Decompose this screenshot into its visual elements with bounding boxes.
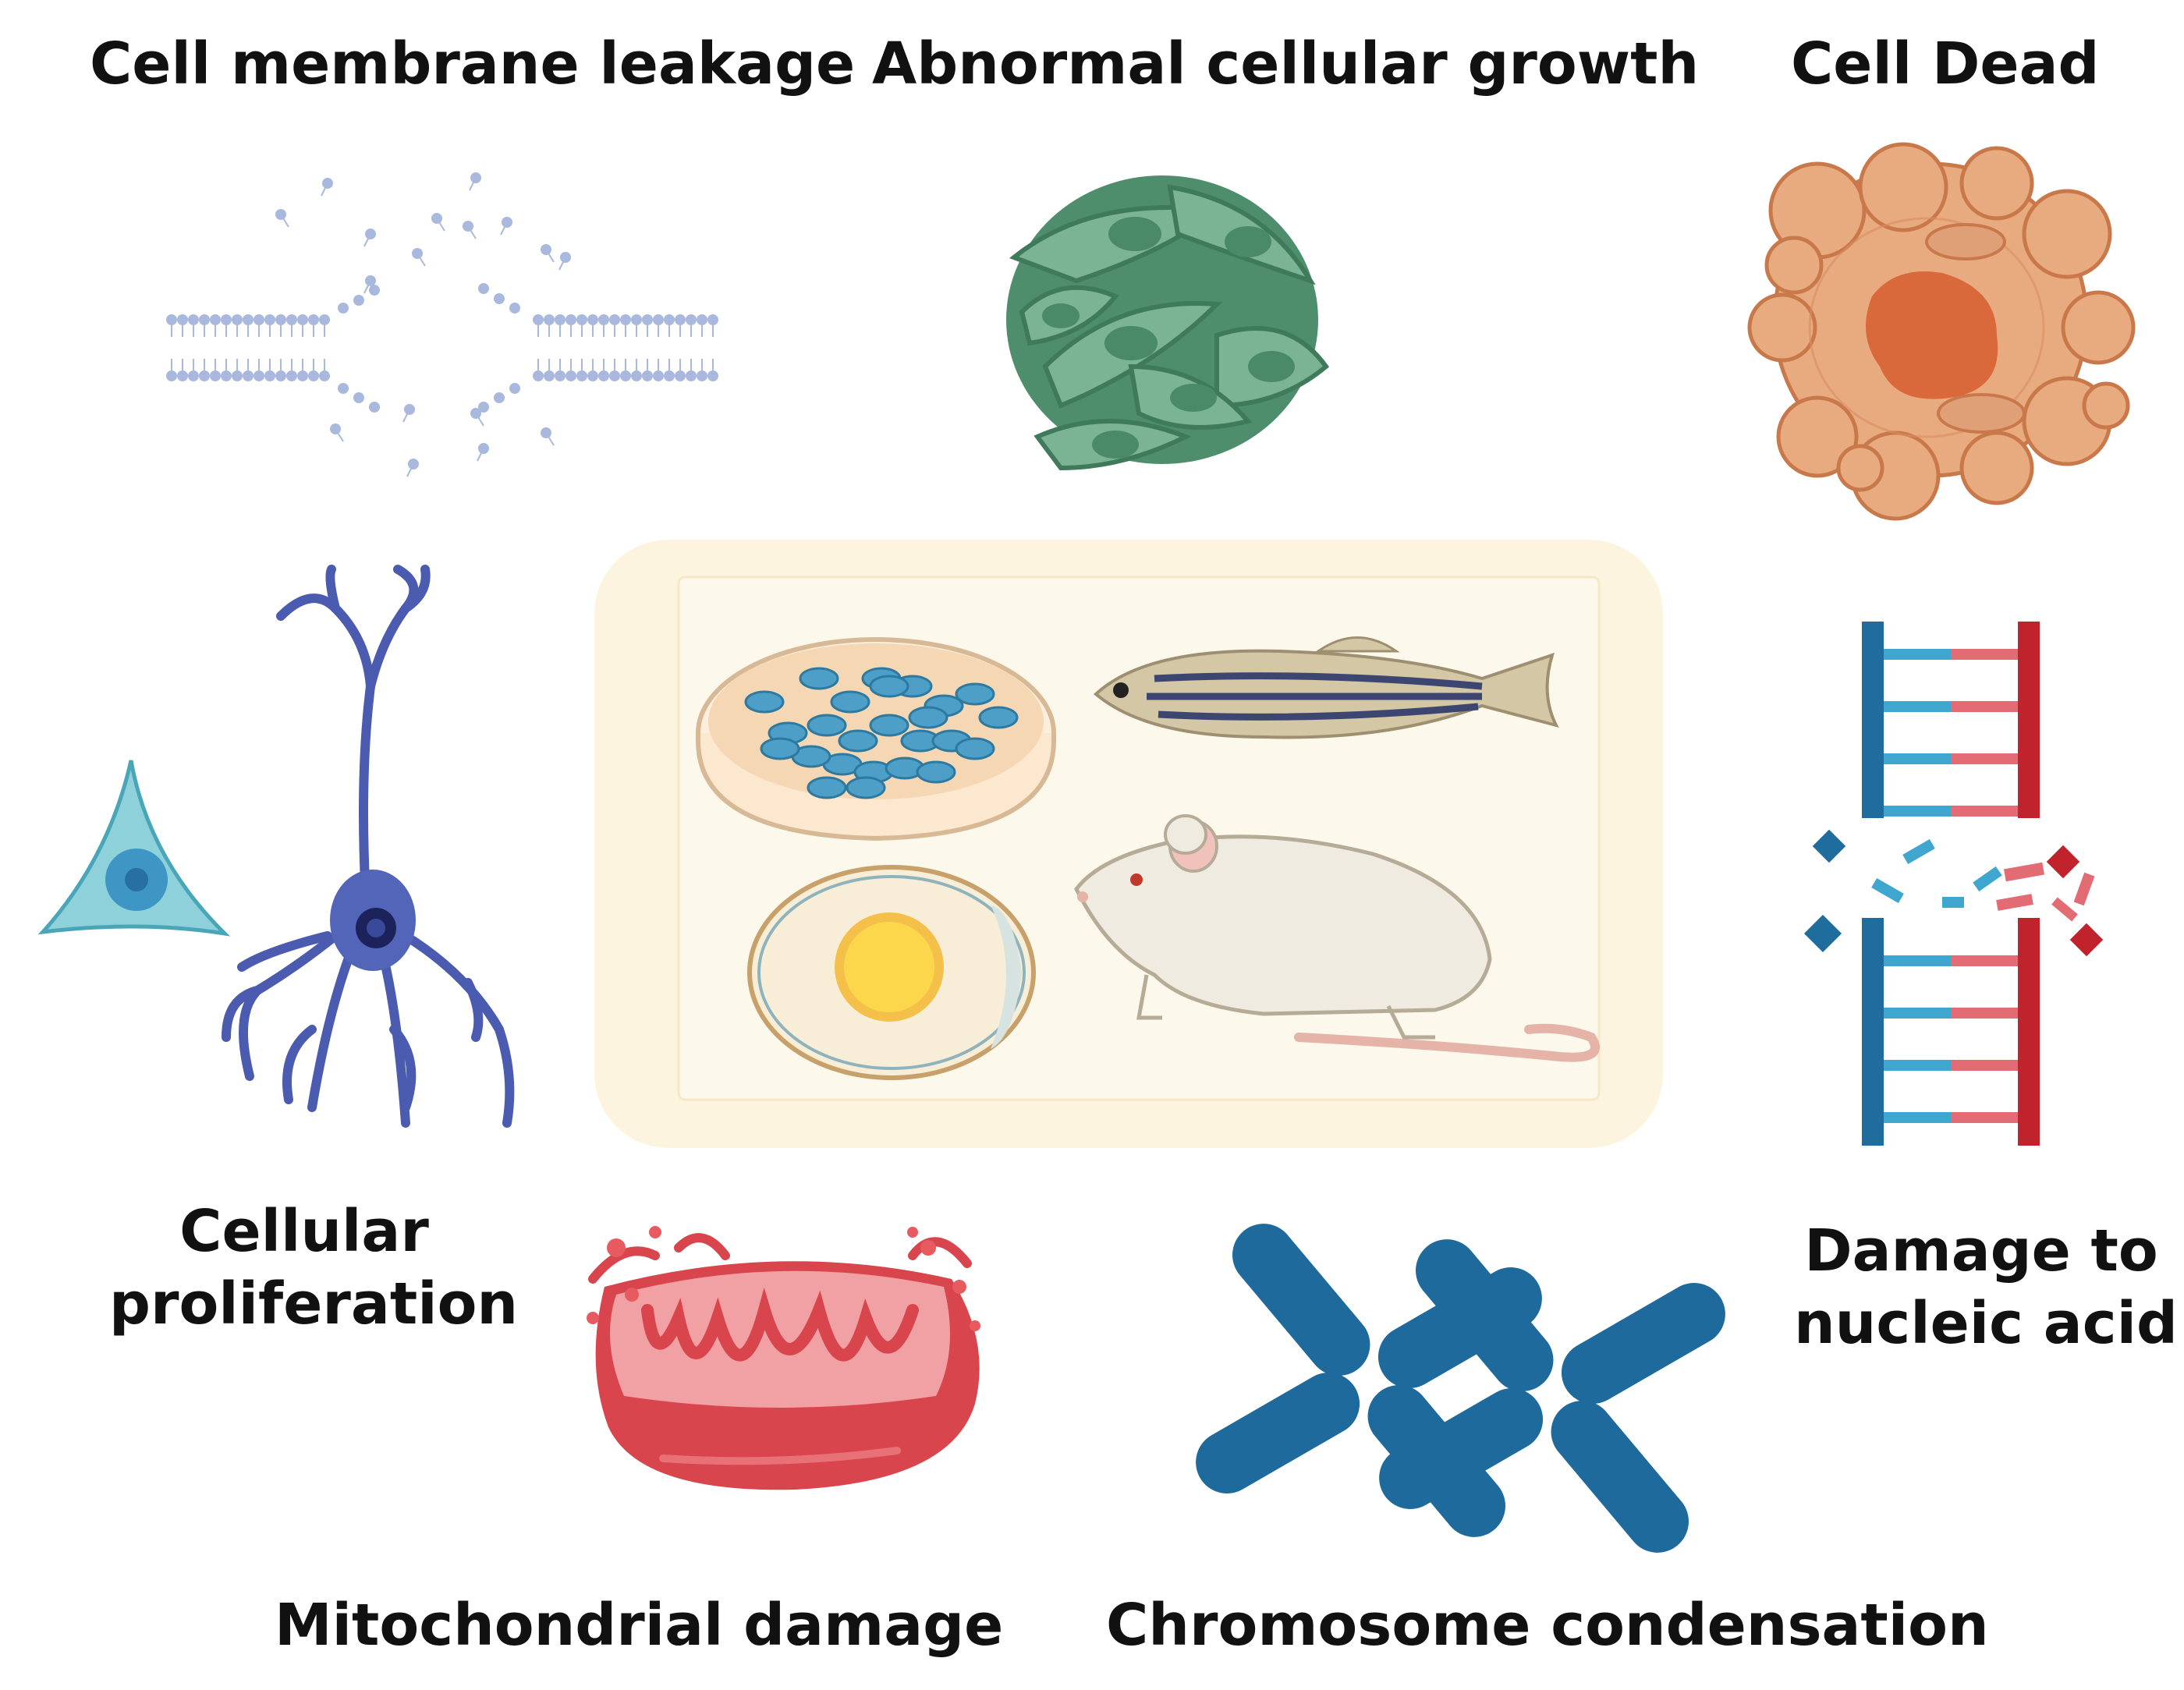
zebrafish-icon	[1093, 636, 1559, 739]
label-mitochondrial-damage: Mitochondrial damage	[275, 1592, 1004, 1659]
label-chromosome-condensation: Chromosome condensation	[1106, 1592, 1989, 1659]
damaged-mitochondrion-icon	[587, 1226, 980, 1490]
label-cell-membrane-leakage: Cell membrane leakage	[90, 30, 856, 97]
chromosome-pair-icon	[1196, 1224, 1725, 1553]
petri-dish-icon	[696, 637, 1056, 841]
label-cell-dead: Cell Dead	[1791, 30, 2100, 97]
mouse-icon	[1074, 814, 1600, 1062]
lipid-bilayer-leakage-icon	[166, 172, 718, 477]
green-cell-cluster-icon	[1006, 175, 1330, 471]
label-damage-to-nucleic-acid: Damage to nucleic acid	[1794, 1217, 2178, 1359]
necrotic-cell-icon	[1747, 142, 2136, 521]
neuron-and-cell-icon	[37, 565, 515, 1128]
broken-dna-icon	[1803, 622, 2104, 1146]
label-nucleic-line1: Damage to	[1804, 1217, 2158, 1284]
label-abnormal-cellular-growth: Abnormal cellular growth	[872, 30, 1700, 97]
label-nucleic-line2: nucleic acid	[1794, 1289, 2178, 1357]
dna-fragments	[1803, 829, 2104, 957]
label-cellular-proliferation-line1: Cellular	[179, 1198, 429, 1265]
label-cellular-proliferation-line2: proliferation	[109, 1270, 519, 1337]
model-organisms-panel	[594, 540, 1663, 1148]
egg-icon	[747, 865, 1036, 1080]
label-cellular-proliferation: Cellular proliferation	[109, 1197, 519, 1339]
